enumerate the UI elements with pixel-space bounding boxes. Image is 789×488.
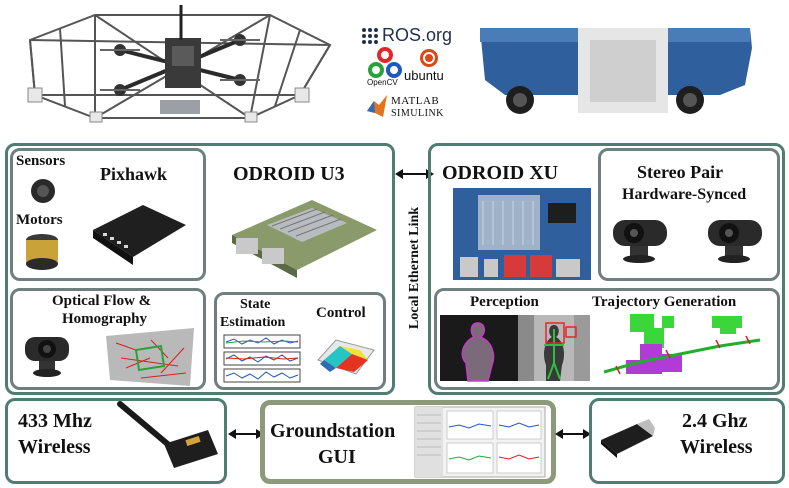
pixhawk-box [10, 148, 206, 281]
state-estimation-plots [223, 334, 301, 383]
opencv-logo-text: OpenCV [367, 78, 398, 87]
groundstation-gui-box [260, 400, 556, 484]
wireless-24-line1: 2.4 Ghz [682, 410, 748, 432]
optical-flow-title-line2: Homography [62, 311, 148, 327]
wireless-433-box [5, 398, 227, 484]
arrow-433-to-groundstation [228, 429, 264, 439]
matlab-logo-text: MATLAB [391, 95, 440, 107]
odroid-xu-board-image [453, 188, 591, 280]
groundstation-line1: Groundstation [270, 420, 396, 442]
local-ethernet-link-label: Local Ethernet Link [407, 206, 422, 330]
state-estimation-line2: Estimation [220, 315, 286, 330]
stereo-pair-title: Stereo Pair [637, 162, 724, 182]
trajectory-generation-image [603, 314, 761, 375]
motors-label: Motors [16, 212, 63, 228]
pixhawk-label: Pixhawk [100, 164, 168, 184]
ros-logo-text: ROS.org [382, 25, 453, 45]
simulink-logo-text: SIMULINK [391, 108, 444, 119]
wireless-433-line2: Wireless [18, 436, 91, 458]
stereo-pair-box [598, 148, 780, 281]
perception-depth-image [440, 315, 518, 382]
camera-image [25, 337, 69, 377]
odroid-u3-unit [5, 143, 395, 395]
odroid-u3-title: ODROID U3 [233, 163, 345, 185]
stereo-pair-subtitle: Hardware-Synced [622, 186, 747, 203]
wireless-24-line2: Wireless [680, 436, 753, 458]
motor-image [26, 234, 58, 270]
optical-flow-image [106, 328, 194, 386]
matlab-logo: MATLAB SIMULINK [367, 93, 447, 123]
odroid-u3-board-image [232, 200, 377, 278]
usb-wireless-dongle-image [601, 419, 655, 458]
opencv-rings-icon [368, 47, 402, 78]
perception-trajectory-box [434, 288, 780, 390]
wireless-24-box [589, 398, 785, 484]
state-control-box [214, 292, 386, 390]
groundstation-screenshot [414, 406, 546, 478]
state-estimation-line1: State [240, 297, 271, 312]
pixhawk-board-image [93, 205, 186, 265]
arrow-groundstation-to-24 [555, 429, 591, 439]
ros-dots-icon [362, 28, 378, 44]
wireless-433-line1: 433 Mhz [18, 410, 92, 432]
control-label: Control [316, 305, 366, 321]
ubuntu-logo: ubuntu [404, 48, 454, 88]
control-surface-plot [317, 339, 375, 375]
odroid-xu-title: ODROID XU [442, 162, 559, 184]
ros-logo: ROS.org [361, 25, 461, 47]
opencv-logo: OpenCV [365, 47, 405, 90]
odroid-xu-unit [428, 143, 785, 395]
groundstation-line2: GUI [318, 446, 356, 468]
matlab-membrane-icon [367, 95, 387, 117]
perception-rgb-image [518, 315, 590, 381]
sensors-label: Sensors [16, 153, 66, 169]
optical-flow-box [10, 288, 206, 390]
stereo-camera-left-image [613, 220, 667, 263]
radio-433-antenna-image [117, 401, 218, 468]
ubuntu-circle-icon [420, 49, 438, 67]
ubuntu-logo-text: ubuntu [404, 68, 444, 83]
stereo-camera-right-image [708, 220, 762, 263]
sensor-image [31, 179, 55, 203]
optical-flow-title-line1: Optical Flow & [52, 293, 152, 309]
trajectory-generation-label: Trajectory Generation [592, 294, 737, 310]
perception-label: Perception [470, 294, 539, 310]
